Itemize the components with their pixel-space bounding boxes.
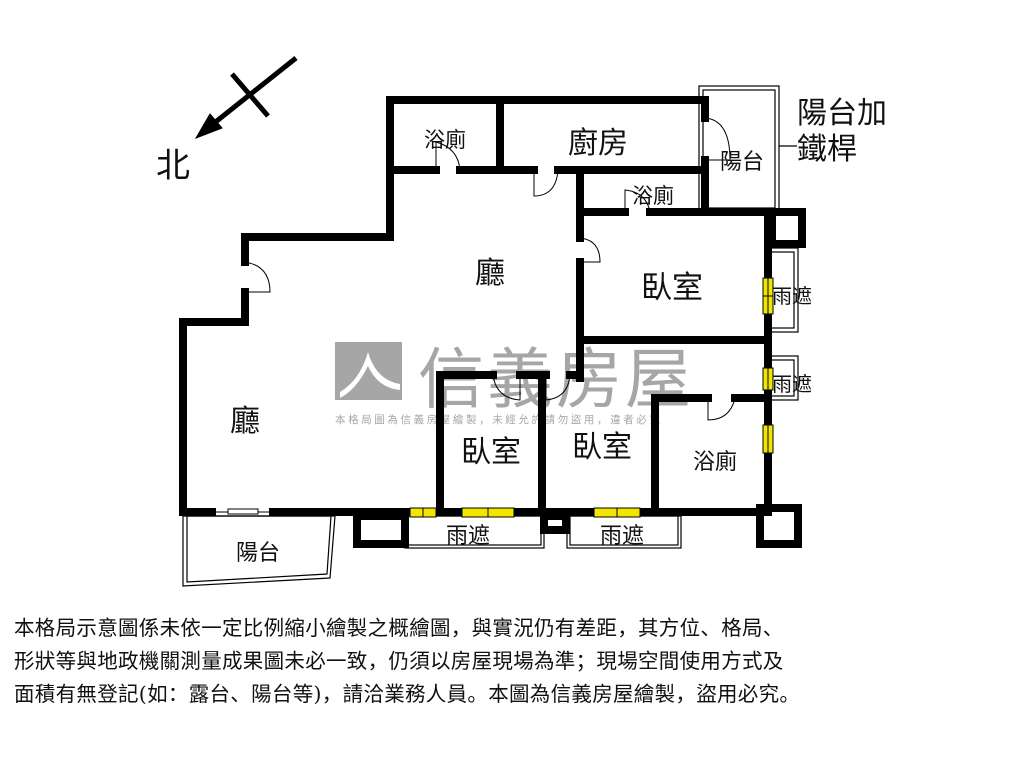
room-label-living-lower: 廳: [230, 404, 260, 439]
room-label-bath-middle: 浴廁: [632, 184, 674, 208]
room-label-canopy-right-2: 雨遮: [772, 372, 812, 396]
room-label-living-upper: 廳: [475, 256, 505, 291]
room-label-bedroom-middle: 臥室: [572, 430, 632, 465]
north-label: 北: [156, 146, 190, 186]
door-swings: [244, 117, 736, 421]
footnote-line-1: 本格局示意圖係未依一定比例縮小繪製之概繪圖，與實況仍有差距，其方位、格局、: [14, 616, 784, 640]
watermark-notice: 本格局圖為信義房屋繪製，未經允許請勿盜用，違者必究: [335, 414, 663, 426]
watermark-logo-icon: [335, 342, 402, 400]
walls: [179, 96, 806, 548]
room-label-canopy-right-1: 雨遮: [772, 284, 812, 308]
balcony-top-note: 陽台加鐵桿: [797, 96, 887, 167]
north-arrow-icon: [194, 56, 298, 139]
watermark-brand: 信義房屋: [418, 341, 694, 418]
balcony-sliding-door: [215, 508, 272, 515]
room-label-balcony-top: 陽台: [720, 150, 765, 175]
footnote-line-2: 形狀等與地政機關測量成果圖未必一致，仍須以房屋現場為準；現場空間使用方式及: [14, 649, 784, 673]
room-label-bath-lower: 浴廁: [693, 450, 738, 475]
windows: [409, 277, 774, 518]
room-label-master-bedroom: 臥室: [641, 270, 703, 306]
room-label-canopy-bottom-2: 雨遮: [600, 524, 645, 549]
room-label-bedroom-left: 臥室: [461, 435, 521, 470]
room-label-kitchen: 廚房: [568, 126, 628, 161]
footnote-line-3: 面積有無登記(如：露台、陽台等)，請洽業務人員。本圖為信義房屋繪製，盜用必究。: [14, 682, 801, 706]
room-label-balcony-bottom: 陽台: [236, 541, 281, 566]
room-label-bath-top-left: 浴廁: [424, 128, 466, 152]
room-label-canopy-bottom-1: 雨遮: [446, 524, 491, 549]
